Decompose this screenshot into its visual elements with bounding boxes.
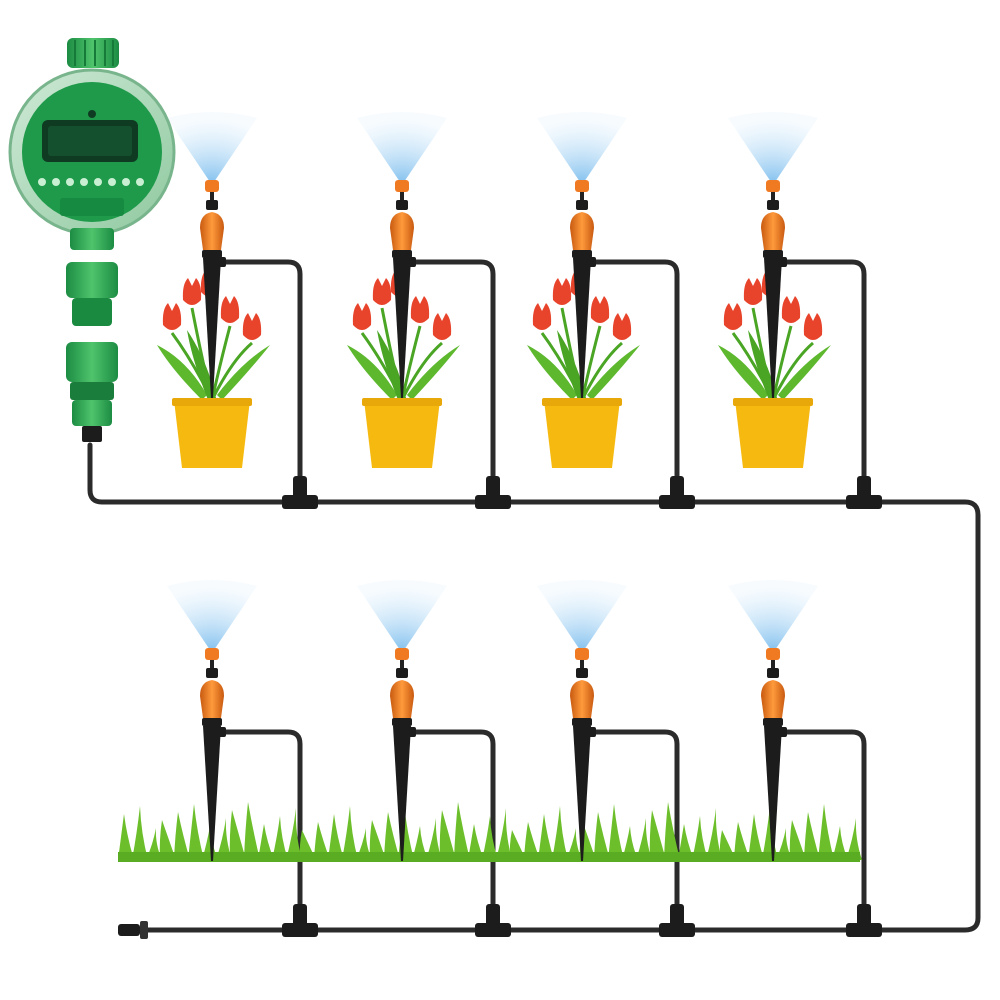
sprinkler-stake-icon [167, 580, 257, 861]
hose-from-connector [87, 442, 981, 933]
sprinkler-stakes [167, 112, 818, 861]
tulip-pot-icon [718, 270, 831, 468]
spray-cone [728, 580, 818, 650]
grass-strip [118, 802, 862, 862]
spray-cone [357, 580, 447, 650]
spray-cone [537, 112, 627, 182]
tee-fitting-icon [282, 476, 318, 509]
branch-tube [587, 729, 680, 933]
tee-fitting-icon [475, 476, 511, 509]
sprinkler-stake-icon [537, 580, 627, 861]
spray-cone [537, 580, 627, 650]
tee-fitting-icon [282, 904, 318, 937]
spray-cone [357, 112, 447, 182]
sprinkler-stake-icon [357, 580, 447, 861]
tulip-pot-icon [527, 270, 640, 468]
tee-fitting-icon [659, 476, 695, 509]
water-timer-icon [8, 38, 176, 250]
branch-tube [217, 259, 303, 505]
branch-tube [407, 729, 496, 933]
spray-cone [167, 580, 257, 650]
branch-tube [778, 259, 867, 505]
sprinkler-stake-icon [728, 580, 818, 861]
branch-tube [587, 259, 680, 505]
tee-fitting-icon [846, 904, 882, 937]
branch-tube [217, 729, 303, 933]
tee-fitting-icon [475, 904, 511, 937]
end-plug-icon [118, 921, 148, 939]
branch-tube [407, 259, 496, 505]
sprinkler-stake-icon [357, 112, 447, 398]
tee-fitting-icon [846, 476, 882, 509]
lower-branches [217, 729, 867, 933]
tee-fitting-icon [659, 904, 695, 937]
quick-connector-icon [66, 262, 118, 442]
tee-fittings [282, 476, 882, 937]
branch-tube [778, 729, 867, 933]
grass-icon [118, 802, 862, 862]
spray-cone [167, 112, 257, 182]
hose-network [87, 259, 981, 933]
spray-cone [728, 112, 818, 182]
sprinkler-stake-icon [728, 112, 818, 398]
sprinkler-stake-icon [537, 112, 627, 398]
sprinkler-stake-icon [167, 112, 257, 398]
upper-branches [217, 259, 867, 505]
flower-pots [157, 270, 831, 468]
